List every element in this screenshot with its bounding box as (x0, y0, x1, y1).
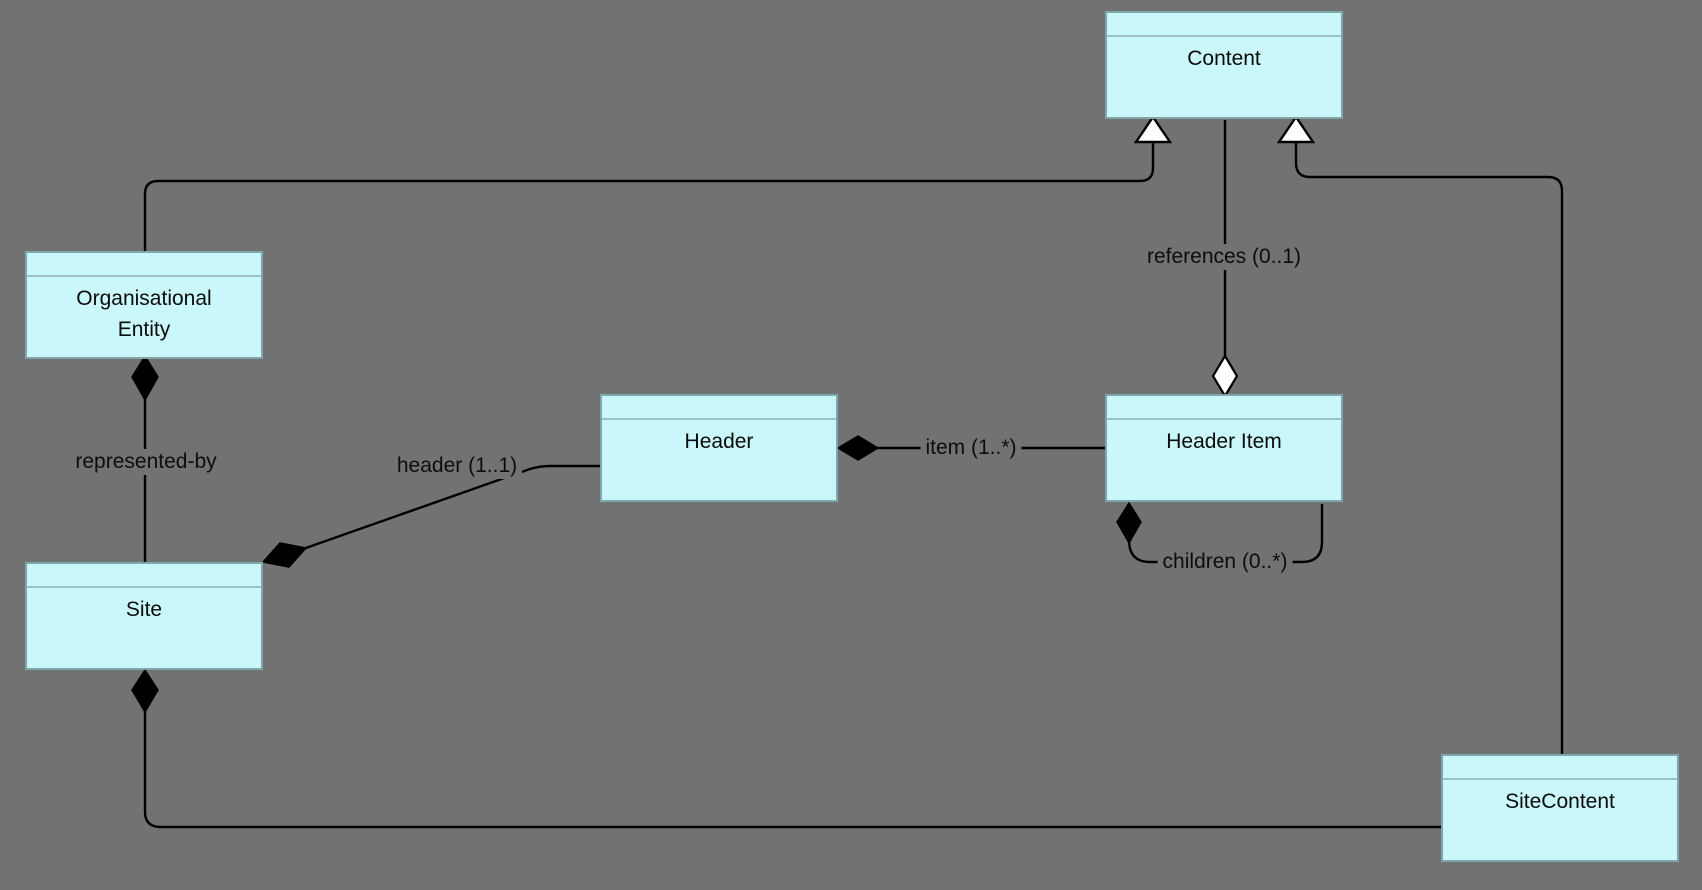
label-header-multiplicity[interactable]: header (1..1) (391, 453, 523, 479)
composition-diamond-headeritem-icon[interactable] (1116, 501, 1142, 545)
class-name-site: Site (125, 598, 163, 621)
class-node-header-item[interactable]: Header Item (1105, 394, 1343, 502)
composition-diamond-site-icon[interactable] (131, 668, 159, 714)
label-references[interactable]: references (0..1) (1141, 244, 1307, 270)
generalization-sitecontent-content-line[interactable] (1294, 140, 1564, 755)
class-top-compartment (27, 253, 261, 277)
label-item-multiplicity[interactable]: item (1..*) (920, 435, 1022, 461)
class-node-header[interactable]: Header (600, 394, 838, 502)
class-name-header: Header (684, 430, 754, 453)
site-sitecontent-association-line[interactable] (143, 710, 1442, 829)
composition-diamond-orgentity-icon[interactable] (131, 354, 159, 402)
header-association-line[interactable] (302, 464, 601, 551)
class-name-sitecontent: SiteContent (1505, 790, 1615, 813)
class-top-compartment (1107, 13, 1341, 37)
label-represented-by[interactable]: represented-by (70, 449, 222, 475)
class-node-sitecontent[interactable]: SiteContent (1441, 754, 1679, 862)
class-node-content[interactable]: Content (1105, 11, 1343, 119)
class-node-site[interactable]: Site (25, 562, 263, 670)
composition-diamond-site-header-icon[interactable] (261, 542, 308, 568)
generalization-arrow-left-icon[interactable] (1133, 114, 1173, 144)
class-top-compartment (27, 564, 261, 588)
generalization-arrow-right-icon[interactable] (1276, 114, 1316, 144)
label-children-multiplicity[interactable]: children (0..*) (1157, 549, 1293, 575)
children-self-association-line[interactable] (1127, 504, 1324, 564)
class-node-organisational-entity[interactable]: Organisational Entity (25, 251, 263, 359)
class-name-organisational-entity: Organisational Entity (76, 287, 212, 341)
class-name-content: Content (1187, 47, 1261, 70)
class-top-compartment (1107, 396, 1341, 420)
generalization-orgentity-content-line[interactable] (143, 140, 1155, 252)
class-name-header-item: Header Item (1166, 430, 1282, 453)
composition-diamond-header-icon[interactable] (836, 435, 880, 461)
class-top-compartment (1443, 756, 1677, 780)
aggregation-diamond-icon[interactable] (1211, 353, 1239, 399)
class-top-compartment (602, 396, 836, 420)
